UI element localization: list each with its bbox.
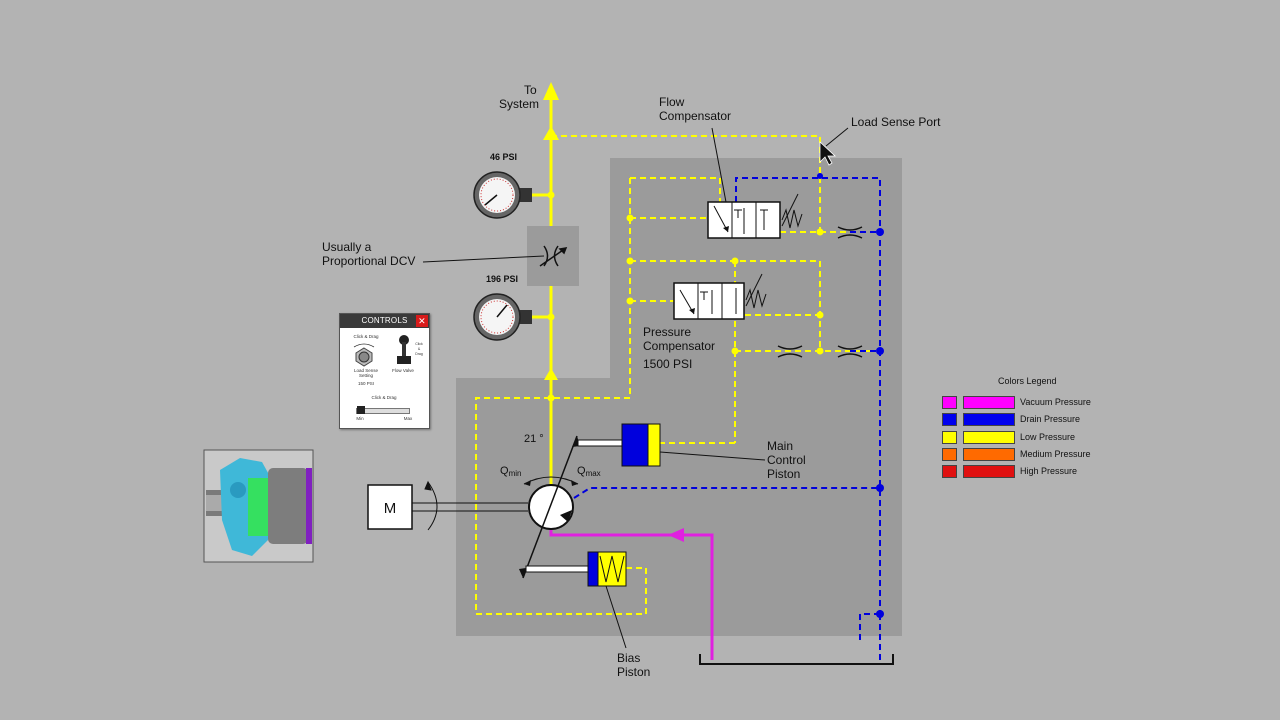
- slider-drag-hint: Click & Drag: [371, 395, 397, 400]
- dcv-label-1: Usually a: [322, 240, 372, 254]
- motor-label: M: [384, 500, 397, 517]
- pressure-gauge-top: [473, 171, 532, 219]
- flow-arrow-up-2: [544, 368, 558, 380]
- legend-label: High Pressure: [1020, 466, 1078, 476]
- legend-swatch-small: [942, 413, 957, 426]
- load-sense-knob[interactable]: [350, 341, 378, 367]
- bias-piston-label-1: Bias: [617, 651, 640, 665]
- slider-min-label: Min: [356, 416, 364, 421]
- legend-item-high: High Pressure: [940, 465, 1100, 478]
- legend-label: Drain Pressure: [1020, 414, 1081, 424]
- bias-piston-label-2: Piston: [617, 665, 650, 679]
- legend-item-low: Low Pressure: [940, 431, 1100, 444]
- flow-slider-track[interactable]: [356, 408, 410, 414]
- pump-housing: [456, 158, 902, 636]
- to-system-label-1: To: [524, 83, 537, 97]
- slider-max-label: Max: [403, 416, 413, 421]
- legend-label: Vacuum Pressure: [1020, 397, 1091, 407]
- main-control-piston: [577, 423, 766, 467]
- dcv-orifice-symbol: [539, 245, 568, 267]
- legend-swatch-small: [942, 448, 957, 461]
- to-system-arrow: [543, 82, 559, 100]
- legend-item-medium: Medium Pressure: [940, 448, 1100, 461]
- swash-angle-readout: 21 °: [524, 433, 544, 445]
- pressure-compensator-valve: [673, 273, 767, 320]
- flow-slider-handle[interactable]: [357, 406, 365, 414]
- to-system-label-2: System: [499, 97, 539, 111]
- legend-swatch-small: [942, 465, 957, 478]
- main-control-piston-label-3: Piston: [767, 467, 800, 481]
- legend-item-vacuum: Vacuum Pressure: [940, 396, 1100, 409]
- load-sense-value: 150 PSI: [357, 381, 374, 386]
- close-icon[interactable]: ✕: [416, 315, 428, 327]
- controls-title-bar[interactable]: CONTROLS ✕: [340, 314, 429, 328]
- qmin-label: Qmin: [500, 465, 521, 478]
- tank: [699, 654, 894, 665]
- pressure-compensator-setting: 1500 PSI: [643, 357, 692, 371]
- legend-swatch-large: [963, 431, 1015, 444]
- pump-cutaway-image[interactable]: [203, 449, 314, 563]
- load-sense-port-label: Load Sense Port: [851, 115, 941, 129]
- legend-swatch-large: [963, 465, 1015, 478]
- orifice-symbols: [777, 226, 863, 358]
- main-control-piston-label-2: Control: [767, 453, 806, 467]
- legend-label: Medium Pressure: [1020, 449, 1091, 459]
- main-control-piston-label-1: Main: [767, 439, 793, 453]
- drive-shaft: [412, 480, 528, 531]
- gauge-top-reading: 46 PSI: [490, 152, 517, 162]
- flow-valve-joystick[interactable]: [392, 332, 416, 368]
- legend-swatch-large: [963, 396, 1015, 409]
- qmax-label: Qmax: [577, 465, 601, 478]
- legend-swatch-large: [963, 413, 1015, 426]
- legend-swatch-small: [942, 431, 957, 444]
- legend-item-drain: Drain Pressure: [940, 413, 1100, 426]
- legend-label: Low Pressure: [1020, 432, 1076, 442]
- pressure-compensator-label-1: Pressure: [643, 325, 691, 339]
- flow-compensator-label-1: Flow: [659, 95, 685, 109]
- legend-swatch-small: [942, 396, 957, 409]
- controls-title: CONTROLS: [361, 316, 408, 325]
- flow-valve-drag-hint: Click & Drag: [415, 342, 423, 356]
- dcv-label-2: Proportional DCV: [322, 254, 415, 268]
- variable-pump: [519, 435, 580, 579]
- pressure-gauge-bottom: [473, 293, 532, 341]
- leader-lines: [422, 127, 849, 263]
- legend-title: Colors Legend: [998, 376, 1057, 386]
- flow-compensator-valve: [707, 193, 803, 239]
- legend-swatch-large: [963, 448, 1015, 461]
- motor[interactable]: [367, 484, 413, 530]
- flow-compensator-label-2: Compensator: [659, 109, 731, 123]
- gauge-bottom-reading: 196 PSI: [486, 274, 518, 284]
- suction-arrow: [668, 528, 684, 542]
- bias-piston: [525, 551, 627, 649]
- flow-valve-label: Flow Valve: [392, 368, 414, 373]
- load-sense-drag-hint: Click & Drag: [353, 334, 379, 339]
- mouse-cursor-icon: [819, 141, 837, 166]
- pressure-compensator-label-2: Compensator: [643, 339, 715, 353]
